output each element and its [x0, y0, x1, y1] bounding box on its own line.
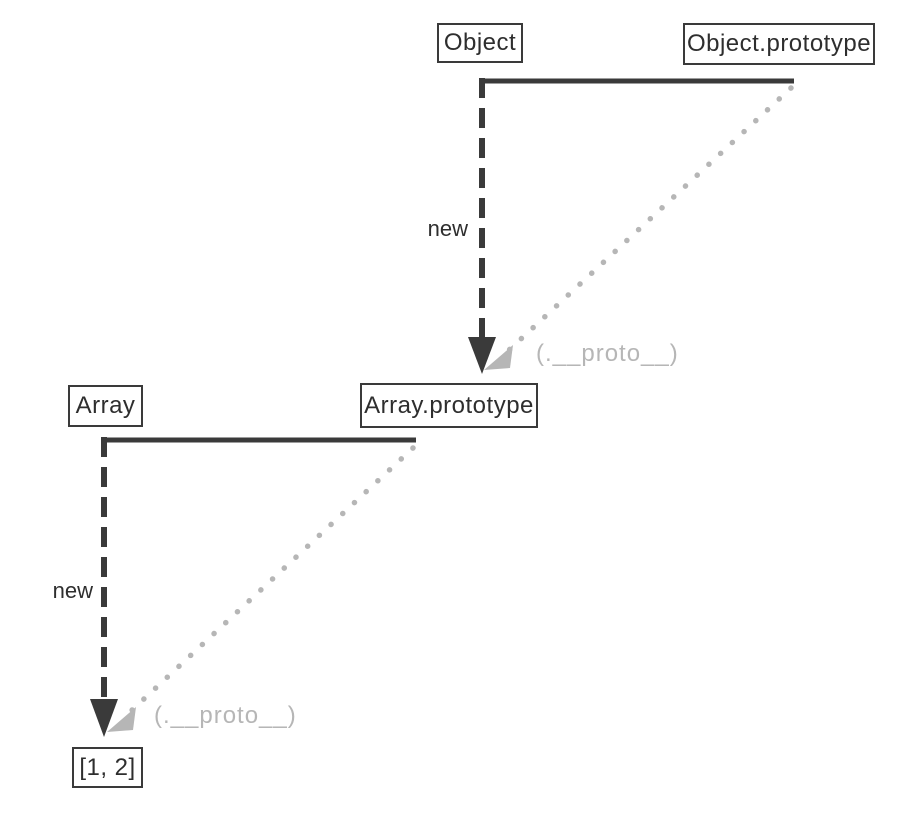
array-prototype-box: Array.prototype	[360, 383, 538, 428]
array-new-label: new	[52, 578, 93, 603]
array-proto-dotted-line	[127, 445, 416, 715]
array-instance-box: [1, 2]	[72, 747, 143, 788]
array-constructor-box: Array	[68, 385, 143, 427]
array-new-arrowhead	[90, 699, 118, 737]
object-new-label: new	[427, 216, 468, 241]
array-proto-arrowhead	[107, 707, 136, 732]
object-constructor-box: Object	[437, 23, 523, 63]
object-proto-dotted-line	[505, 85, 794, 354]
object-new-arrowhead	[468, 337, 496, 374]
array-proto-label: (.__proto__)	[154, 702, 297, 729]
object-proto-arrowhead	[484, 345, 513, 370]
object-proto-label: (.__proto__)	[536, 340, 679, 367]
object-prototype-box: Object.prototype	[683, 23, 875, 65]
